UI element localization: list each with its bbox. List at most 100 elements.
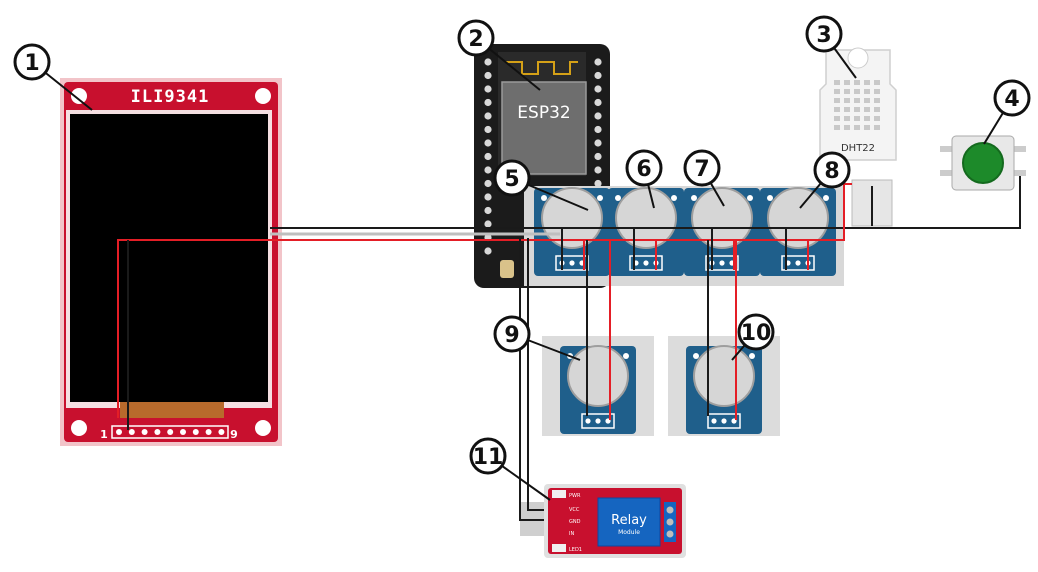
ili9341-lcd-module: ILI9341 1 9 [60, 78, 282, 446]
esp32-pin [484, 71, 492, 80]
lcd-pin-last-label: 9 [230, 428, 238, 441]
button-leg [940, 146, 954, 152]
esp32-pin [594, 125, 602, 134]
esp32-pin [484, 179, 492, 188]
esp32-pin [594, 71, 602, 80]
dht22-sensor: DHT22 [819, 47, 897, 227]
callout-number: 6 [636, 157, 651, 182]
pot-pin [585, 418, 591, 424]
callout-7: 7 [683, 149, 725, 207]
lcd-mount-hole [255, 420, 271, 436]
esp32-antenna-trace [506, 61, 578, 75]
esp32-pin [594, 166, 602, 174]
callout-number: 4 [1004, 87, 1019, 112]
pot-knob [693, 345, 755, 407]
pot-mount-hole [693, 353, 699, 359]
pot-mount-hole [597, 195, 603, 201]
dht22-vent [854, 98, 860, 103]
dht22-vent [874, 80, 880, 85]
esp32-shield [501, 81, 587, 175]
lcd-title: ILI9341 [131, 87, 210, 107]
esp32-pin [484, 166, 492, 174]
esp32-pin [484, 112, 492, 120]
dht22-vent [854, 89, 860, 94]
callout-circle [493, 159, 531, 197]
button-leg [1012, 146, 1026, 152]
dht22-vent [844, 116, 850, 121]
lcd-pin [218, 429, 225, 435]
esp32-pin [594, 179, 602, 188]
pot-header [581, 413, 615, 429]
esp32-pin [484, 206, 492, 215]
pot-pin [569, 260, 575, 266]
dht22-vent [874, 125, 880, 130]
dht22-label: DHT22 [841, 143, 875, 154]
relay-pin-gnd: GND [569, 519, 581, 525]
button-leg [940, 170, 954, 176]
relay-terminal-screw [666, 506, 674, 514]
pot-pin [721, 418, 727, 424]
relay-pin-pwr: PWR [569, 493, 581, 499]
lcd-pin [180, 429, 186, 435]
dht22-vent [854, 125, 860, 130]
esp32-pin [594, 98, 602, 107]
lcd-pin [205, 429, 212, 435]
lcd-pin [167, 429, 174, 435]
lcd-mount-hole [71, 420, 87, 436]
lcd-pin [141, 429, 148, 435]
dht22-grille [834, 80, 880, 130]
callout-circle [683, 149, 721, 187]
callout-9: 9 [493, 315, 581, 361]
callout-circle [993, 79, 1031, 117]
dht22-vent [844, 80, 850, 85]
esp32-pin [484, 152, 492, 161]
callout-circle [737, 313, 775, 351]
esp32-pin [484, 193, 492, 201]
pot-knob [567, 345, 629, 407]
dht22-vent [834, 98, 840, 103]
esp32-pin [594, 112, 602, 120]
lcd-mount-hole [255, 88, 271, 104]
pot-mount-hole [541, 195, 547, 201]
lower-potentiometers [542, 336, 780, 436]
pot-header [629, 255, 663, 271]
esp32-pin [594, 58, 602, 66]
pot-pin [643, 260, 649, 266]
callout-number: 1 [24, 51, 39, 76]
potentiometer [760, 187, 836, 276]
callout-number: 8 [824, 159, 839, 184]
button-cap [962, 142, 1004, 184]
callout-8: 8 [799, 151, 851, 209]
relay-pin-in: IN [569, 531, 574, 537]
pot-header [705, 255, 739, 271]
relay-pwr-led [552, 490, 566, 498]
lcd-pins [116, 429, 225, 435]
callout-5: 5 [493, 159, 589, 211]
esp32-pin [484, 247, 492, 255]
callout-6: 6 [625, 149, 663, 209]
callout-number: 2 [468, 27, 483, 52]
dht22-body [819, 49, 897, 161]
pot-header [781, 255, 815, 271]
relay-led1 [552, 544, 566, 552]
relay-cube [597, 497, 661, 547]
callout-circle [13, 43, 51, 81]
button-leg [1012, 170, 1026, 176]
callout-number: 5 [504, 167, 519, 192]
potentiometer [608, 187, 684, 276]
potentiometer-row [524, 186, 844, 286]
esp32-pin [484, 98, 492, 107]
potentiometer [686, 345, 762, 434]
dht22-vent [844, 107, 850, 112]
callout-circle [625, 149, 663, 187]
potentiometer [534, 187, 610, 276]
dht22-vent [874, 116, 880, 121]
relay-label: Relay [611, 513, 647, 528]
esp32-pin [594, 152, 602, 161]
pot-mount-hole [691, 195, 697, 201]
dht22-vent [864, 125, 870, 130]
relay-module: Relay Module PWR VCC GND IN LED1 [520, 484, 686, 558]
callout-number: 3 [816, 23, 831, 48]
